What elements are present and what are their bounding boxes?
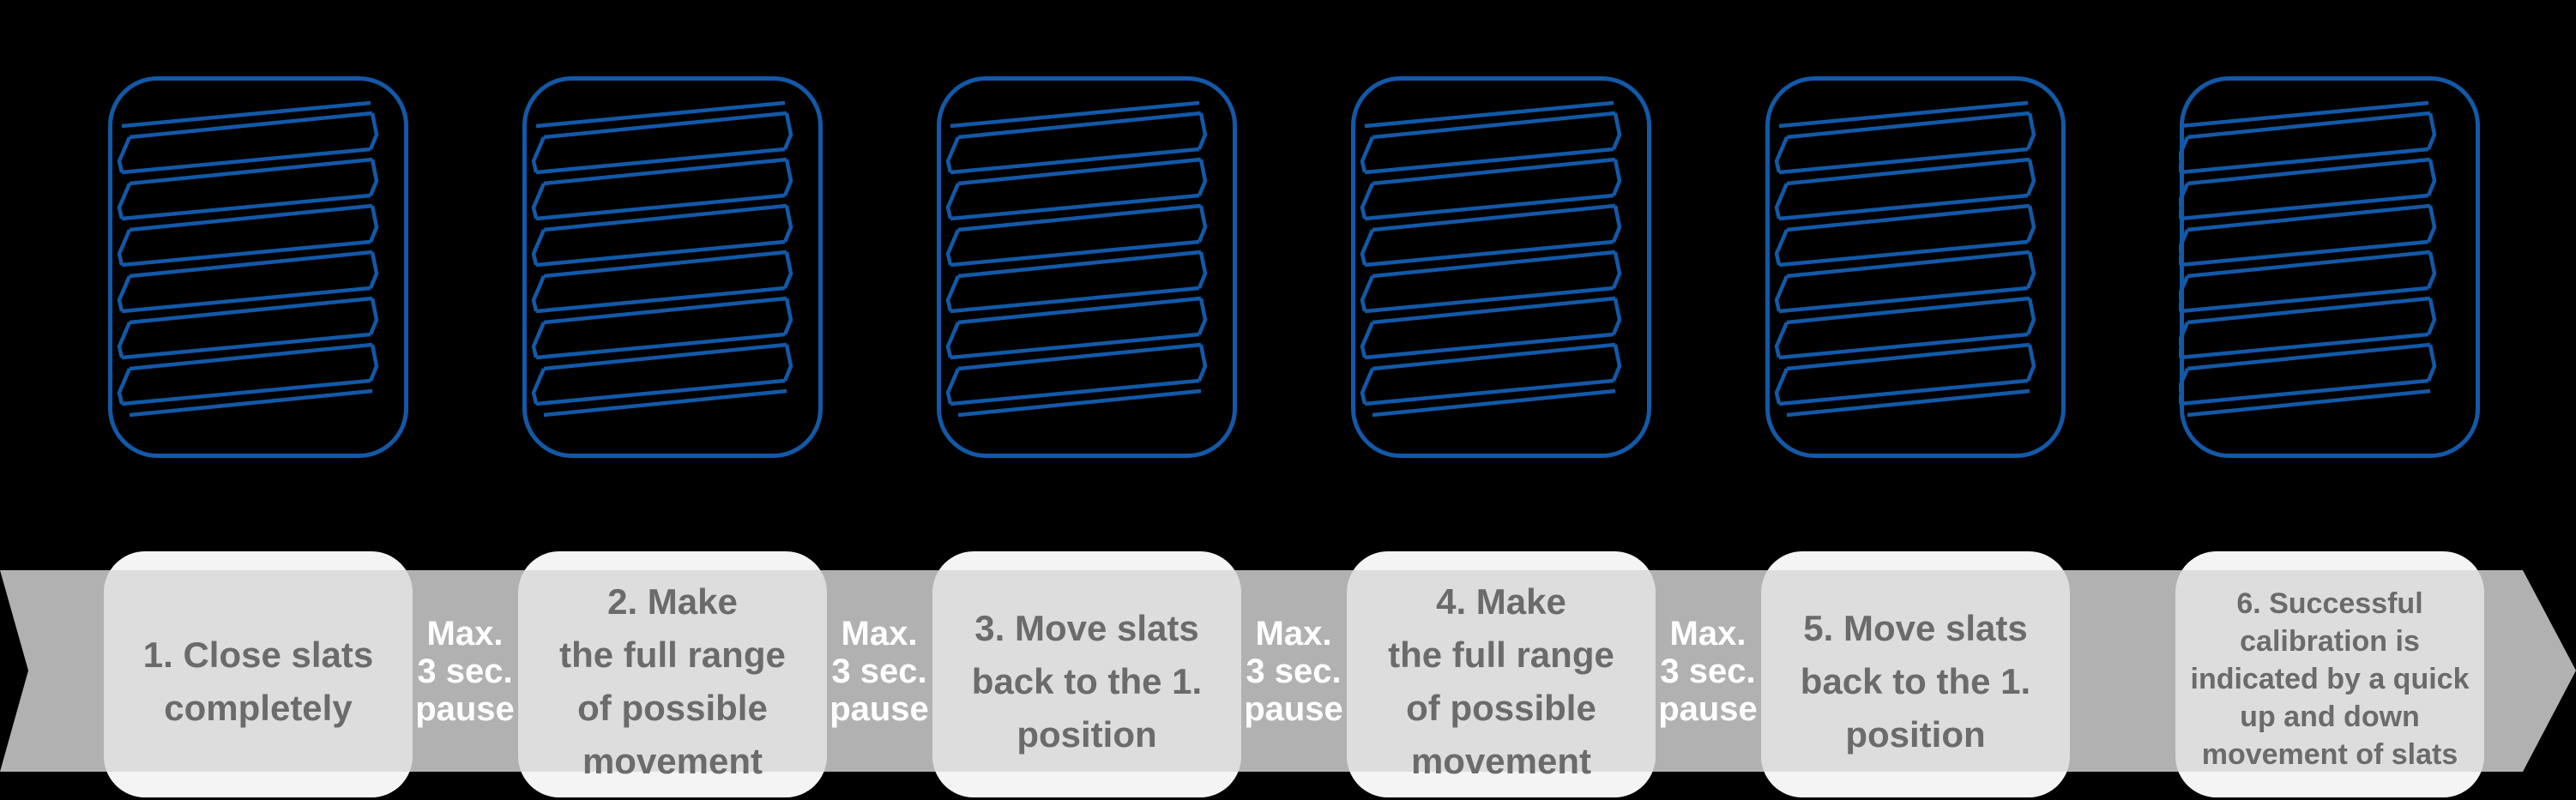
slats-illustration — [937, 76, 1237, 458]
slats-illustration — [1351, 76, 1651, 458]
pause-label-2: Max. 3 sec. pause — [830, 614, 929, 728]
curved-arrow-right-icon — [413, 31, 519, 81]
panel-border — [108, 76, 408, 458]
pause-label-3: Max. 3 sec. pause — [1244, 614, 1343, 728]
slats-panel-2 — [522, 75, 823, 459]
step-label-4: 4. Make the full range of possible movem… — [1388, 580, 1614, 781]
slats-illustration — [108, 76, 408, 458]
pause-label-1: Max. 3 sec. pause — [415, 614, 515, 728]
slats-illustration — [2179, 76, 2480, 458]
panel-border — [2180, 76, 2480, 458]
slats-icon — [119, 103, 377, 415]
panel-border — [1351, 76, 1651, 458]
step-label-1: 1. Close slats completely — [142, 634, 374, 728]
slats-icon — [1362, 103, 1620, 415]
curved-arrow-both-icon — [2071, 35, 2174, 82]
step-label-2: 2. Make the full range of possible movem… — [559, 580, 786, 781]
slats-panel-4 — [1350, 75, 1652, 459]
pause-label-4: Max. 3 sec. pause — [1658, 614, 1758, 728]
panel-border — [522, 76, 823, 458]
curved-arrow-left-icon — [825, 31, 931, 81]
slats-illustration — [522, 76, 823, 458]
slats-illustration — [1765, 76, 2066, 458]
step-label-5: 5. Move slats back to the 1. position — [1800, 607, 2031, 755]
panel-border — [1765, 76, 2066, 458]
curved-arrow-left-icon — [1654, 31, 1759, 81]
slats-icon — [1777, 103, 2034, 415]
slats-panel-3 — [936, 75, 1238, 459]
slats-icon — [948, 103, 1205, 415]
slats-icon — [534, 103, 791, 415]
slats-panel-5 — [1765, 75, 2066, 459]
slats-panel-6 — [2179, 75, 2481, 459]
slats-icon — [2179, 103, 2434, 415]
step-label-3: 3. Move slats back to the 1. position — [971, 607, 1203, 755]
panel-border — [937, 76, 1237, 458]
slats-panel-1 — [107, 75, 409, 459]
curved-arrow-right-icon — [1242, 31, 1348, 81]
step-label-6: 6. Successful calibration is indicated b… — [2190, 586, 2470, 771]
